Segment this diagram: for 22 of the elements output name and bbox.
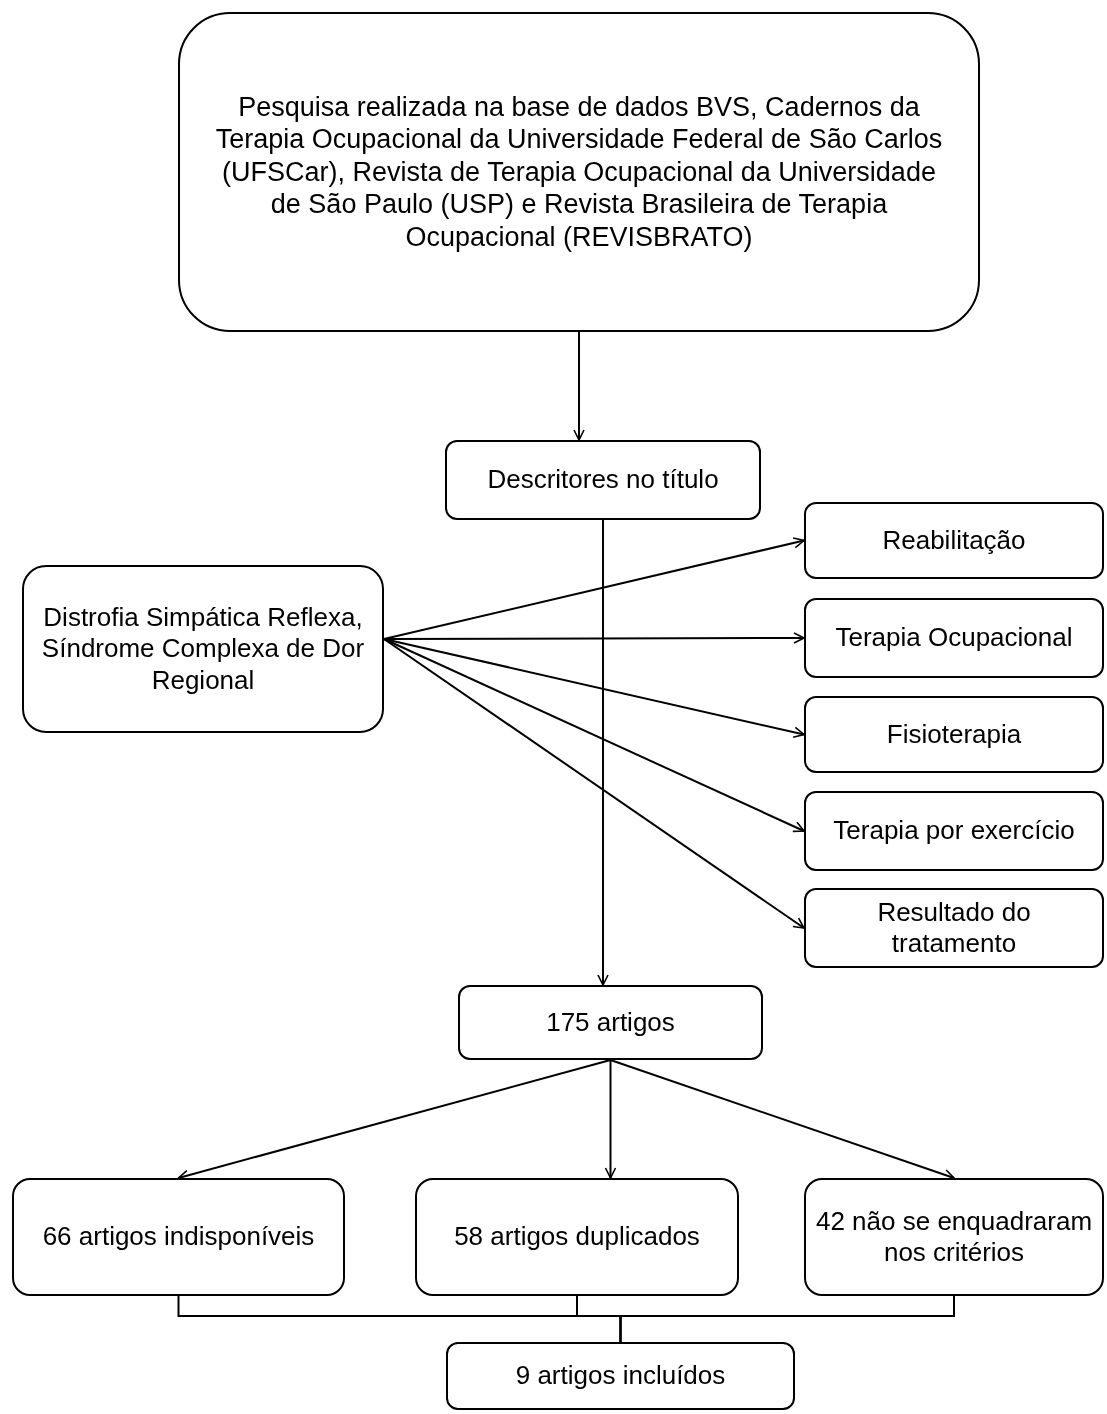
process-box: 9 artigos incluídos bbox=[446, 1342, 795, 1410]
process-box: Terapia Ocupacional bbox=[804, 598, 1104, 678]
process-box: 58 artigos duplicados bbox=[415, 1178, 739, 1296]
process-box: Distrofia Simpática Reflexa, Síndrome Complexa de Dor Regional bbox=[22, 565, 384, 733]
process-box: Pesquisa realizada na base de dados BVS, Cadernos da Terapia Ocupacional da Universidade Federal de São Carlos (UFSCar), Revista de Terapia Ocupacional da Universidade de São Paulo (USP) e Revista Brasileira de Terapia Ocupacional (REVISBRATO) bbox=[178, 12, 980, 332]
arrow bbox=[573, 331, 585, 441]
arrow bbox=[383, 537, 805, 640]
process-box: Terapia por exercício bbox=[804, 791, 1104, 871]
arrow bbox=[604, 1059, 617, 1179]
process-box: Descritores no título bbox=[445, 440, 761, 520]
arrow bbox=[177, 1059, 612, 1181]
process-box: Reabilitação bbox=[804, 502, 1104, 579]
arrow bbox=[383, 638, 805, 833]
process-box: Fisioterapia bbox=[804, 696, 1104, 773]
arrow bbox=[383, 638, 805, 929]
arrow bbox=[597, 519, 609, 986]
process-box: 66 artigos indisponíveis bbox=[12, 1178, 345, 1296]
process-box: 42 não se enquadraram nos critérios bbox=[804, 1178, 1104, 1296]
bracket-connector bbox=[619, 1295, 955, 1343]
process-box: 175 artigos bbox=[458, 985, 763, 1060]
arrow bbox=[609, 1059, 955, 1181]
process-box: Resultado do tratamento bbox=[804, 888, 1104, 968]
